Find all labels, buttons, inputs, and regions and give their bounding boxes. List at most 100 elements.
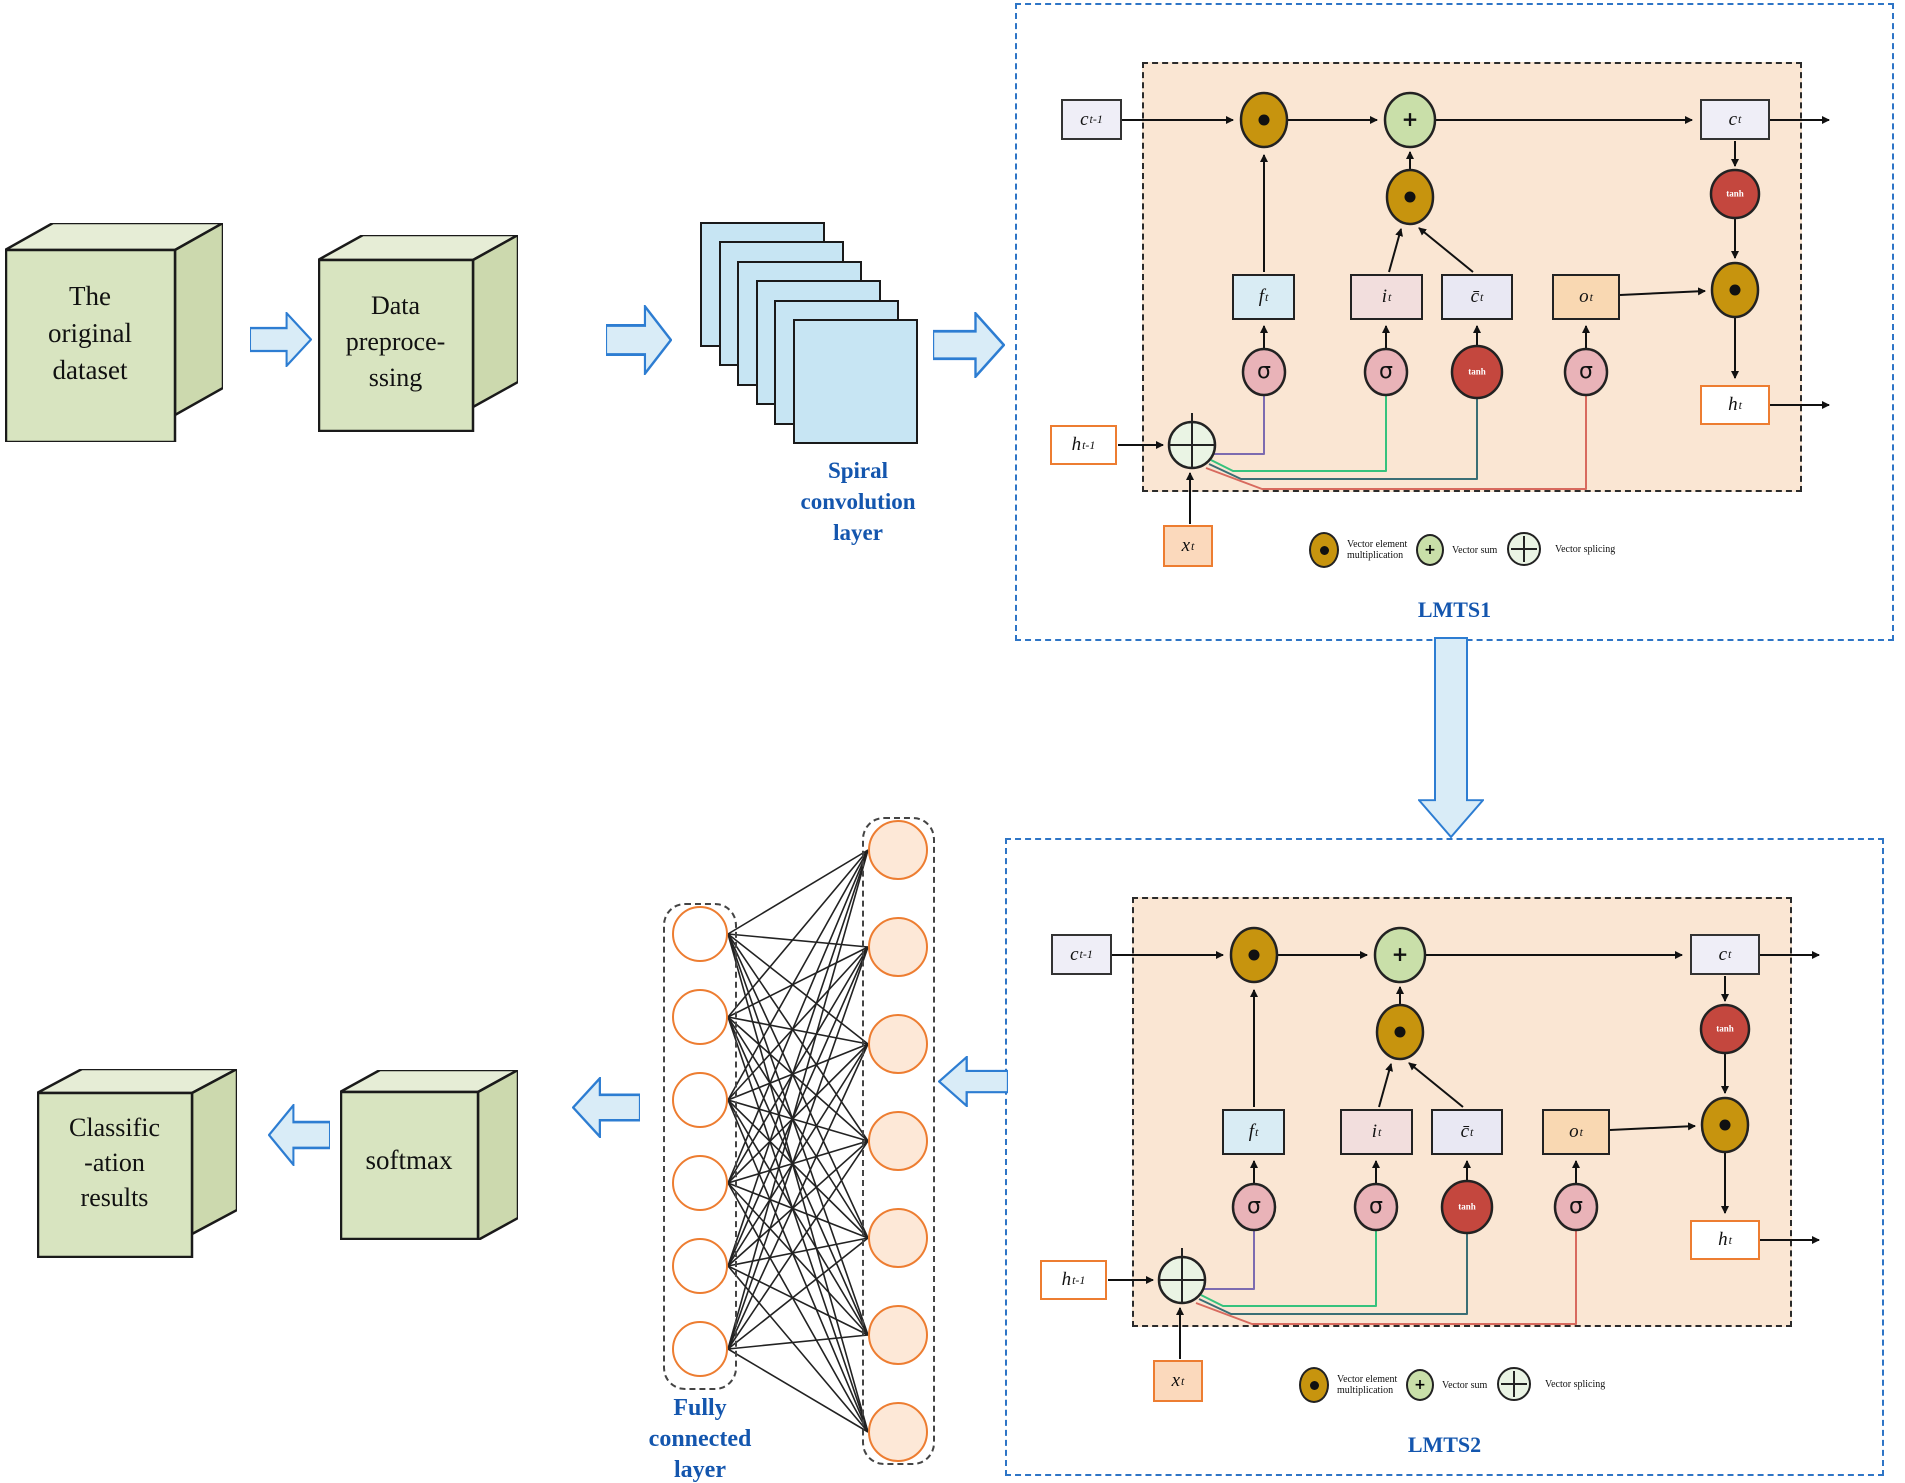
flow-arrow-left-icon — [572, 1077, 640, 1138]
classification-cube — [37, 1069, 237, 1258]
fc-neuron-right — [868, 1402, 928, 1462]
h-prev-label: h — [1071, 434, 1082, 455]
flow-arrow-right-icon — [250, 312, 312, 367]
c-out-label: c — [1718, 943, 1728, 965]
lstm-connections — [1118, 91, 1830, 524]
output-gate-label: o — [1569, 1121, 1579, 1142]
legend-vector-multiplication: Vector element multiplication — [1309, 532, 1407, 568]
flow-arrow-right-icon — [933, 312, 1005, 378]
legend-vector-sum: + Vector sum — [1416, 534, 1497, 566]
vector-multiplication-icon — [1299, 1367, 1329, 1403]
lstm-cell-title: LMTS1 — [1417, 597, 1492, 622]
candidate-gate-label: c̄ — [1470, 286, 1480, 307]
sigma-icon: σ — [1369, 1194, 1383, 1219]
fc-right-column — [862, 817, 935, 1465]
h-out-label: h — [1718, 1229, 1728, 1250]
flow-arrow-right-icon — [606, 305, 672, 375]
input-gate-label: i — [1381, 286, 1387, 307]
fc-connection-lines — [727, 849, 869, 1433]
fc-neuron-right — [868, 1111, 928, 1171]
feature-map-stack — [700, 222, 920, 447]
sigma-icon: σ — [1247, 1194, 1261, 1219]
vector-splicing-icon — [1507, 532, 1541, 566]
fc-neuron-left — [672, 1321, 728, 1377]
legend-sum-label: Vector sum — [1452, 544, 1498, 556]
legend-splice-label: Vector splicing — [1555, 543, 1616, 555]
vector-sum-icon: + — [1406, 1369, 1434, 1401]
vector-sum-icon: + — [1416, 534, 1444, 566]
preprocessing-cube — [318, 235, 518, 432]
legend-mult-line1: Vector element — [1347, 539, 1408, 550]
original-dataset-cube — [5, 223, 223, 442]
softmax-label: softmax — [365, 1145, 453, 1175]
x-input-label: x — [1171, 1370, 1181, 1391]
fc-neuron-left — [672, 1072, 728, 1128]
candidate-gate-label: c̄ — [1460, 1121, 1470, 1142]
softmax-cube — [340, 1070, 518, 1240]
candidate-gate-box: c̄t — [1441, 274, 1513, 320]
fc-neuron-right — [868, 1208, 928, 1268]
tanh-icon: tanh — [1726, 188, 1744, 199]
fc-neuron-right — [868, 1305, 928, 1365]
vector-multiplication-icon — [1309, 532, 1339, 568]
classification-label: Classific -ation results — [69, 1113, 160, 1212]
preprocessing-label: Data preproce- ssing — [345, 291, 446, 392]
sigma-icon: σ — [1569, 1194, 1583, 1219]
original-dataset-label: The original dataset — [48, 281, 132, 385]
tanh-icon: tanh — [1468, 366, 1486, 377]
flow-arrow-down-icon — [1418, 637, 1484, 838]
legend-vector-splicing: Vector splicing — [1497, 1367, 1605, 1401]
feature-map — [793, 319, 918, 444]
fc-neuron-left — [672, 1155, 728, 1211]
h-out-label: h — [1728, 394, 1738, 415]
spiral-layer-label: Spiral convolution layer — [800, 458, 916, 545]
input-gate-label: i — [1371, 1121, 1377, 1142]
c-out-label: c — [1728, 108, 1738, 130]
forget-gate-label: f — [1248, 1121, 1254, 1142]
vector-sum-icon: + — [1401, 107, 1419, 131]
legend-vector-multiplication: Vector element multiplication — [1299, 1367, 1397, 1403]
legend-mult-line1: Vector element — [1337, 1374, 1398, 1385]
tanh-icon: tanh — [1458, 1201, 1476, 1212]
lstm-cell-title: LMTS2 — [1407, 1432, 1482, 1457]
candidate-gate-box: c̄t — [1431, 1109, 1503, 1155]
flow-arrow-left-icon — [938, 1056, 1008, 1107]
fc-left-column — [663, 903, 737, 1390]
fc-neuron-right — [868, 820, 928, 880]
legend-mult-line2: multiplication — [1347, 550, 1404, 561]
sigma-icon: σ — [1257, 359, 1271, 384]
legend-splice-label: Vector splicing — [1545, 1378, 1606, 1390]
flow-arrow-left-icon — [268, 1104, 330, 1166]
sigma-icon: σ — [1379, 359, 1393, 384]
fc-neuron-left — [672, 1238, 728, 1294]
fc-neuron-right — [868, 1014, 928, 1074]
x-input-label: x — [1181, 535, 1191, 556]
fc-layer-label: Fully connected layer — [648, 1395, 752, 1483]
legend-mult-line2: multiplication — [1337, 1385, 1394, 1396]
legend-sum-label: Vector sum — [1442, 1379, 1488, 1391]
fc-neuron-left — [672, 989, 728, 1045]
c-prev-label: c — [1080, 108, 1089, 130]
c-prev-label: c — [1070, 943, 1079, 965]
legend-vector-sum: + Vector sum — [1406, 1369, 1487, 1401]
tanh-icon: tanh — [1716, 1023, 1734, 1034]
legend-vector-splicing: Vector splicing — [1507, 532, 1615, 566]
forget-gate-label: f — [1258, 286, 1264, 307]
vector-sum-icon: + — [1391, 942, 1409, 966]
fc-neuron-left — [672, 906, 728, 962]
